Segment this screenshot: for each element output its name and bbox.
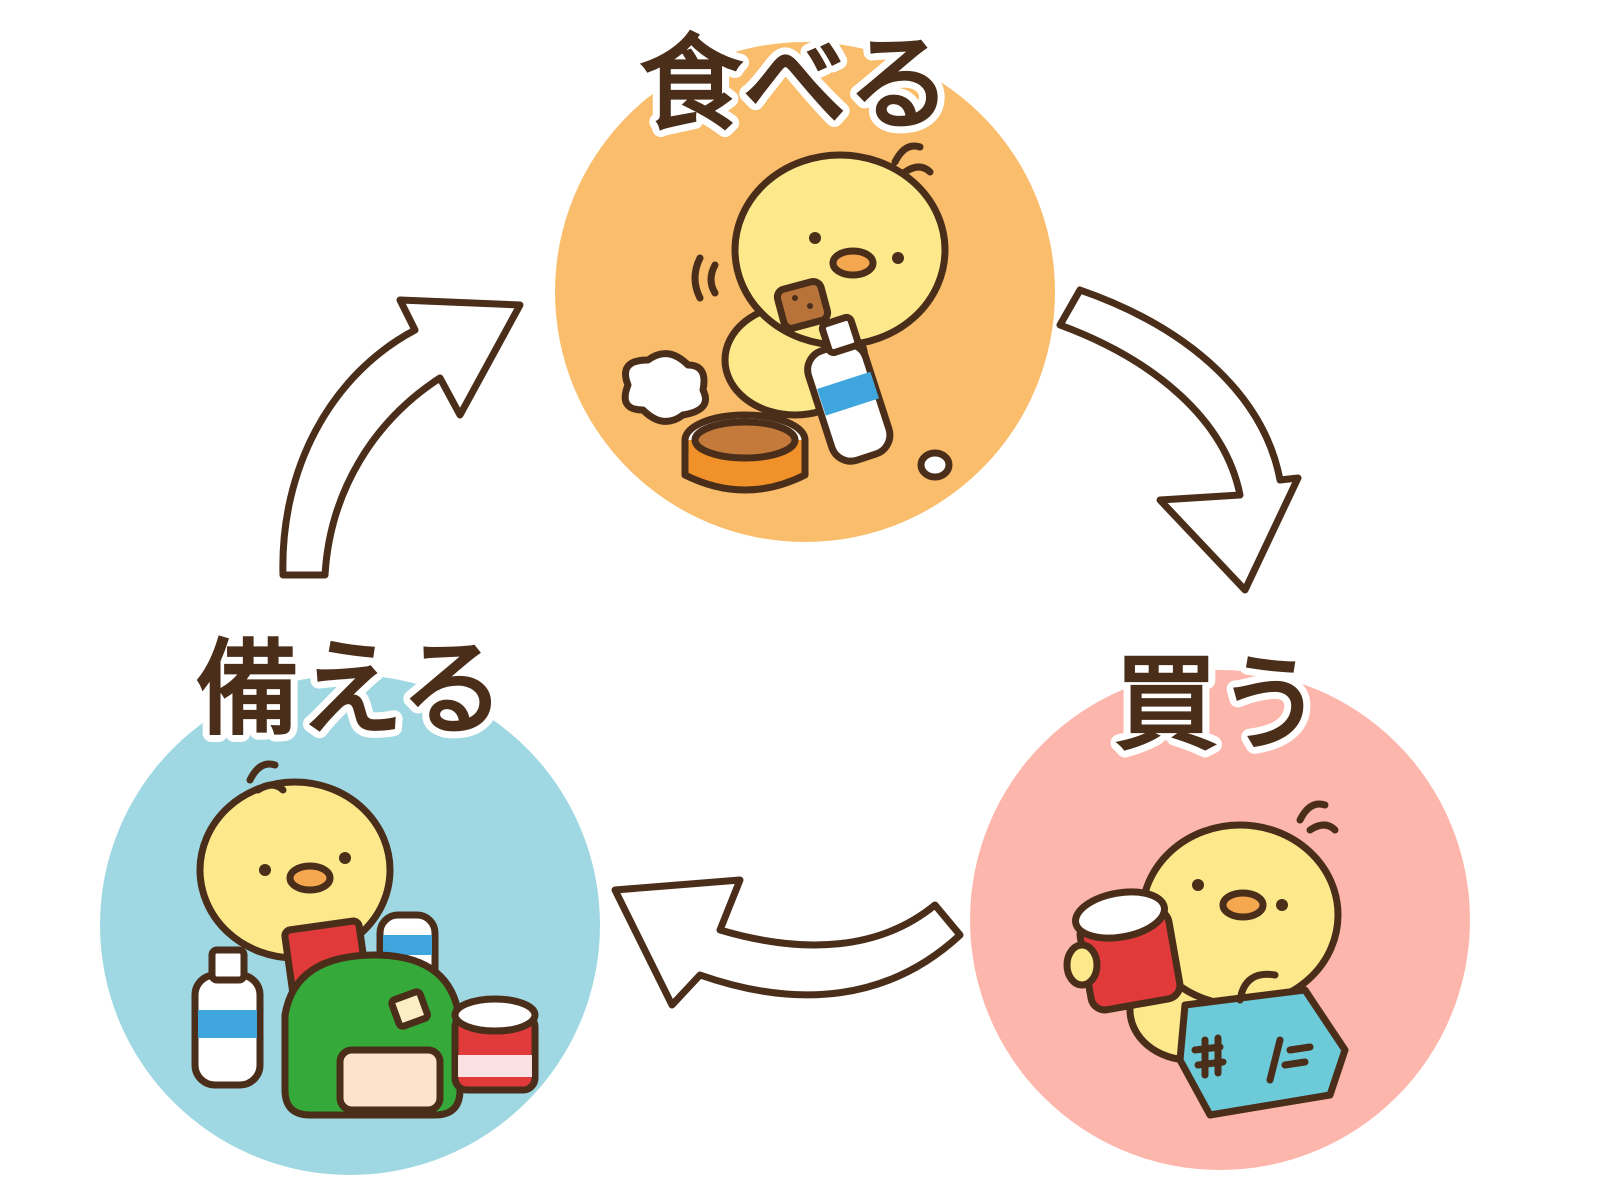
prepare-label: 備える [196,628,505,750]
stage-buy: 買う [970,636,1470,1170]
eat-label: 食べる [639,23,951,145]
arrow-eat-to-buy-icon [1056,286,1302,594]
chick-eating-icon [621,142,953,494]
arrow-buy-to-prepare-icon [611,876,964,1009]
chick-shopping-icon [1063,800,1349,1119]
arrow-prepare-to-eat-icon [279,296,524,579]
stage-eat: 食べる [555,16,1055,542]
cycle-arrows [279,286,1302,1009]
buy-label: 買う [1114,643,1322,765]
chick-stockpile-icon [191,760,539,1119]
stage-prepare: 備える [100,621,600,1175]
